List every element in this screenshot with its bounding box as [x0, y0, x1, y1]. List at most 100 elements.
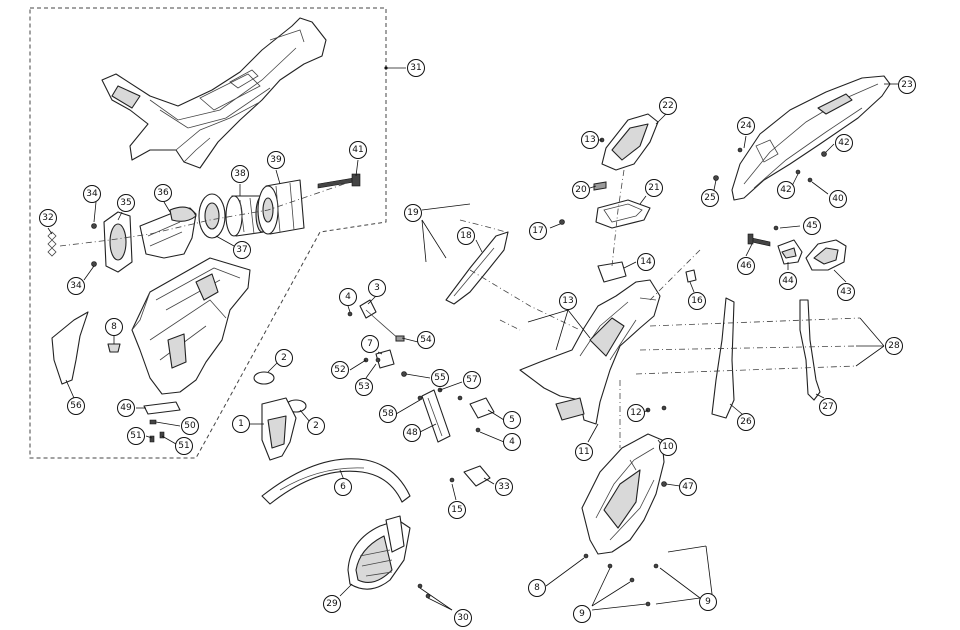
callout: 1 [232, 415, 250, 433]
side-panel-56 [51, 311, 89, 385]
callout: 34 [83, 185, 101, 203]
callout-label: 20 [575, 185, 587, 195]
callout: 26 [737, 413, 755, 431]
callout-label: 19 [407, 208, 419, 218]
callout-label: 5 [509, 415, 515, 425]
callout-label: 15 [451, 505, 462, 515]
callout: 56 [67, 397, 85, 415]
callout: 29 [323, 595, 341, 613]
spring-clip [47, 231, 57, 257]
callout: 30 [454, 609, 472, 627]
callout: 50 [181, 417, 199, 435]
callout: 4 [503, 433, 521, 451]
callout-label: 2 [281, 353, 287, 363]
callout: 9 [573, 605, 591, 623]
callout-label: 42 [780, 185, 791, 195]
callout-label: 8 [111, 322, 117, 332]
callout-label: 53 [358, 382, 369, 392]
callout: 25 [701, 189, 719, 207]
callout: 13 [581, 131, 599, 149]
callout-label: 46 [740, 261, 752, 271]
taillight-bracket [777, 239, 803, 265]
callout: 42 [777, 181, 795, 199]
air-filter [257, 179, 305, 235]
callout: 58 [379, 405, 397, 423]
filter-flange [103, 211, 133, 273]
callout: 2 [275, 349, 293, 367]
callout: 8 [105, 318, 123, 336]
callout-label: 31 [410, 63, 421, 73]
callout: 52 [331, 361, 349, 379]
reflector-plate [421, 389, 451, 443]
callout-label: 9 [579, 609, 585, 619]
decal-26 [711, 297, 735, 419]
callout-label: 14 [640, 257, 652, 267]
front-fender [261, 458, 411, 505]
callout: 44 [779, 272, 797, 290]
callout-label: 55 [434, 373, 445, 383]
callout: 12 [627, 404, 645, 422]
cover-22 [601, 113, 659, 171]
leader-lines [47, 66, 898, 611]
callout-label: 27 [822, 402, 833, 412]
callout-label: 56 [70, 401, 82, 411]
callout-label: 24 [740, 121, 752, 131]
callout-label: 44 [782, 276, 794, 286]
callout: 48 [403, 424, 421, 442]
callout-label: 51 [178, 441, 189, 451]
callout: 4 [339, 288, 357, 306]
disc-guard [347, 515, 411, 590]
callout-label: 18 [460, 231, 472, 241]
callout-label: 35 [120, 198, 131, 208]
callout-label: 23 [901, 80, 912, 90]
intake-boot [139, 206, 197, 259]
callout: 27 [819, 398, 837, 416]
front-number-plate [261, 397, 297, 461]
headlight-mask [581, 433, 665, 555]
callout-label: 50 [184, 421, 196, 431]
callout: 42 [835, 134, 853, 152]
lamp-ring [253, 371, 275, 385]
callout-label: 40 [832, 194, 844, 204]
callout: 41 [349, 141, 367, 159]
callout: 31 [407, 59, 425, 77]
callout: 38 [231, 165, 249, 183]
callout: 33 [495, 478, 513, 496]
callout: 17 [529, 222, 547, 240]
callout: 36 [154, 184, 172, 202]
callout-label: 48 [406, 428, 418, 438]
callout: 43 [837, 283, 855, 301]
callout-label: 4 [345, 292, 351, 302]
callout-label: 2 [313, 421, 319, 431]
callout-label: 16 [691, 296, 703, 306]
callout: 34 [67, 277, 85, 295]
callout-label: 38 [234, 169, 246, 179]
callout: 53 [355, 378, 373, 396]
callout: 55 [431, 369, 449, 387]
callout: 14 [637, 253, 655, 271]
callout-label: 21 [648, 183, 659, 193]
callout: 46 [737, 257, 755, 275]
callout-label: 37 [236, 245, 247, 255]
callout: 28 [885, 337, 903, 355]
callout: 6 [334, 478, 352, 496]
callout-label: 29 [326, 599, 338, 609]
callout: 7 [361, 335, 379, 353]
callout-label: 3 [374, 283, 380, 293]
callout-label: 47 [682, 482, 693, 492]
callout: 32 [39, 209, 57, 227]
callout-label: 57 [466, 375, 477, 385]
callout-label: 45 [806, 221, 817, 231]
callout-label: 34 [70, 281, 82, 291]
callout-label: 9 [705, 597, 711, 607]
callout-label: 34 [86, 189, 98, 199]
airbox-housing [131, 257, 251, 395]
airbox-group-boundary [29, 7, 387, 459]
callout-label: 10 [662, 442, 674, 452]
callout: 24 [737, 117, 755, 135]
callout-label: 6 [340, 482, 346, 492]
callout: 37 [233, 241, 251, 259]
callout: 39 [267, 151, 285, 169]
callout-label: 28 [888, 341, 900, 351]
callout-label: 32 [42, 213, 53, 223]
